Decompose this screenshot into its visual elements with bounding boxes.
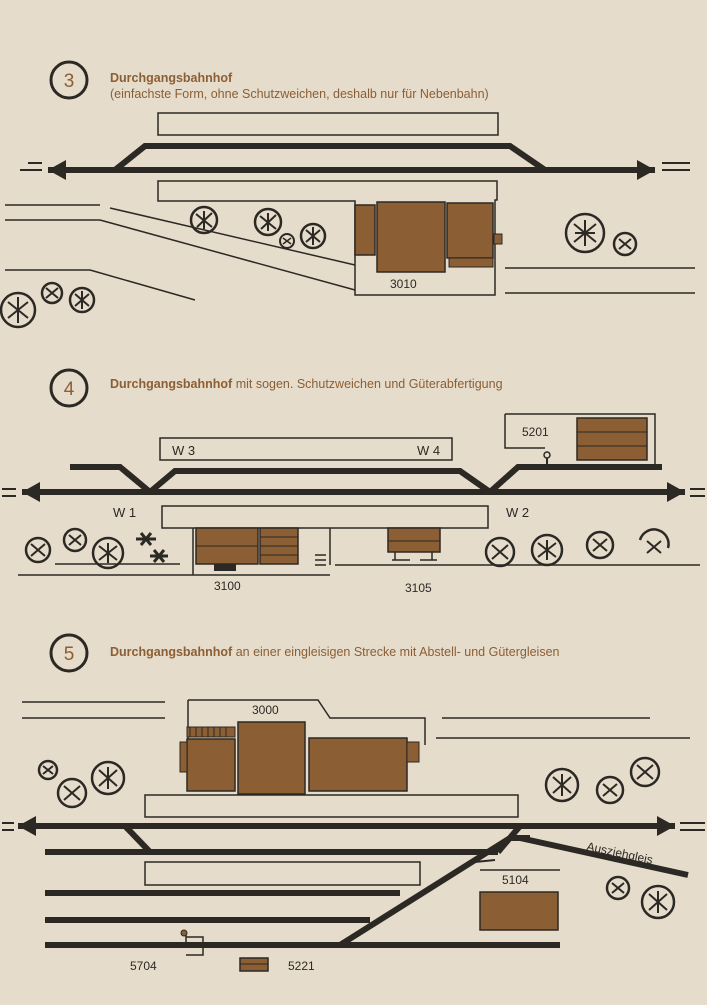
section-number-5: 5: [64, 644, 75, 665]
arrow-left-icon: [22, 482, 40, 502]
passing-track: [113, 143, 547, 173]
building-label-5104: 5104: [502, 873, 529, 887]
station-building-3000: [179, 721, 420, 795]
goods-track: [488, 464, 662, 495]
section-number-4: 4: [64, 379, 75, 400]
side-track-left: [70, 464, 152, 495]
road-lines: [18, 563, 700, 576]
tree-icon: [68, 286, 96, 314]
platform-outline: [157, 112, 499, 136]
section-title-5-bold: Durchgangsbahnhof: [110, 645, 233, 659]
platform-outline: [159, 437, 453, 461]
tree-icon: [0, 291, 37, 329]
building-label-3010: 3010: [390, 277, 417, 291]
tree-icon: [530, 533, 564, 567]
building-label-5221: 5221: [288, 959, 315, 973]
tree-icon: [605, 875, 631, 901]
section-number-3: 3: [64, 71, 75, 92]
main-track: [2, 816, 705, 836]
section-title-5: Durchgangsbahnhof an einer eingleisigen …: [110, 645, 560, 659]
tree-icon: [629, 756, 661, 788]
tree-icon: [62, 527, 88, 553]
section-number-circle-3: [49, 60, 89, 100]
building-label-5704: 5704: [130, 959, 157, 973]
tree-icon: [189, 205, 219, 235]
tree-icon: [612, 231, 638, 257]
tree-icon: [595, 775, 625, 805]
siding-tracks: [45, 823, 689, 948]
station-forecourt-outline: [192, 528, 331, 575]
tree-icon: [638, 528, 670, 554]
platform-outline: [144, 861, 421, 886]
platform-outline: [144, 794, 519, 818]
tree-icon: [40, 281, 64, 305]
tree-icon: [279, 233, 295, 249]
main-track: [20, 160, 690, 180]
building-label-3100: 3100: [214, 579, 241, 593]
main-track: [2, 482, 705, 502]
switch-label-w2: W 2: [506, 505, 529, 520]
bush-icon: [136, 532, 168, 563]
tree-icon: [37, 759, 59, 781]
goods-shed-5201: [576, 417, 648, 461]
goods-shed-3105: [387, 527, 441, 561]
section-subtitle-5: an einer eingleisigen Strecke mit Abstel…: [232, 645, 559, 659]
arrow-left-icon: [48, 160, 66, 180]
station-building-3010: [354, 201, 503, 273]
section-number-circle-4: [49, 368, 89, 408]
building-label-3105: 3105: [405, 581, 432, 595]
switch-label-w3: W 3: [172, 443, 195, 458]
tree-icon: [299, 222, 327, 250]
goods-shed-5104: [479, 891, 559, 931]
tree-icon: [91, 536, 125, 570]
passing-track: [148, 468, 492, 495]
tree-icon: [640, 884, 676, 920]
section-5: 5 Durchgangsbahnhof an einer eingleisige…: [2, 633, 705, 973]
section-number-circle-5: [49, 633, 89, 673]
section-title-3: Durchgangsbahnhof: [110, 71, 233, 85]
section-title-4: Durchgangsbahnhof mit sogen. Schutzweich…: [110, 377, 503, 391]
tree-icon: [585, 530, 615, 560]
section-subtitle-3: (einfachste Form, ohne Schutzweichen, de…: [110, 87, 489, 101]
loading-ramp-5704: [180, 929, 204, 956]
arrow-right-icon: [667, 482, 685, 502]
station-building-3100: [195, 527, 326, 571]
arrow-right-icon: [637, 160, 655, 180]
tree-icon: [564, 212, 606, 254]
switch-label-w4: W 4: [417, 443, 440, 458]
road-lines: [22, 701, 690, 739]
tree-icon: [484, 536, 516, 568]
road-lines: [5, 204, 695, 301]
platform-outline: [161, 505, 489, 529]
station-outline: [157, 180, 498, 296]
tree-icon: [56, 777, 88, 809]
section-3: 3 Durchgangsbahnhof (einfachste Form, oh…: [0, 60, 695, 329]
tree-icon: [90, 760, 126, 796]
tree-icon: [24, 536, 52, 564]
goods-yard-outline: [504, 413, 656, 466]
tree-icon: [253, 207, 283, 237]
section-title-4-bold: Durchgangsbahnhof: [110, 377, 233, 391]
section-4: 4 Durchgangsbahnhof mit sogen. Schutzwei…: [2, 368, 705, 595]
switch-label-w1: W 1: [113, 505, 136, 520]
arrow-left-icon: [18, 816, 36, 836]
building-label-5201: 5201: [522, 425, 549, 439]
tree-icon: [544, 767, 580, 803]
building-label-3000: 3000: [252, 703, 279, 717]
arrow-right-icon: [657, 816, 675, 836]
section-subtitle-4: mit sogen. Schutzweichen und Güterabfert…: [232, 377, 502, 391]
